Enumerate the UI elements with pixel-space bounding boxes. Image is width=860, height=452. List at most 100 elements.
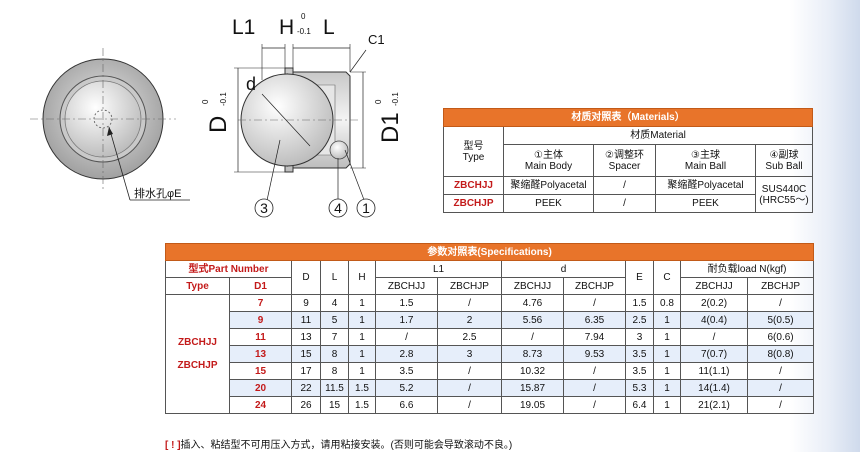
specifications-title: 参数对照表(Specifications) — [164, 243, 815, 261]
callout-3-label: 3 — [260, 200, 268, 216]
part-spacer-en: Spacer — [608, 160, 641, 172]
callout-4-label: 4 — [334, 200, 342, 216]
col-header-load-zbchjp: ZBCHJP — [746, 277, 815, 295]
drain-hole-label: 排水孔φE — [134, 186, 181, 200]
callout-3 — [254, 198, 274, 218]
materials-row-zbchjp: ZBCHJP PEEK / PEEK — [443, 194, 813, 213]
table-cell: 1 — [348, 328, 376, 346]
part-sub-ball-cn: ④副球 — [769, 149, 799, 161]
table-cell: 8 — [320, 345, 349, 363]
materials-sub-ball: SUS440C (HRC55～) — [754, 176, 814, 213]
table-cell: 2.5 — [437, 328, 502, 346]
side-view — [234, 44, 376, 218]
table-cell: 6.35 — [563, 311, 626, 329]
table-cell: / — [437, 379, 502, 397]
table-cell: 1 — [653, 328, 681, 346]
dim-D-tol-lower: -0.1 — [219, 92, 228, 106]
table-cell: 1.5 — [625, 294, 654, 312]
col-header-d-zbchjj: ZBCHJJ — [501, 277, 564, 295]
part-main-body-cn: ①主体 — [534, 149, 563, 161]
table-cell: 5.56 — [501, 311, 564, 329]
part-number-header: 型式Part Number — [165, 260, 292, 278]
part-header-main-body: ①主体 Main Body — [503, 144, 594, 177]
table-cell: 17 — [291, 362, 321, 380]
d1-cell: 24 — [229, 396, 292, 414]
materials-material-header: 材质Material — [502, 126, 814, 145]
table-cell: 9.53 — [563, 345, 626, 363]
dim-d: d — [246, 74, 256, 94]
table-cell: 9 — [291, 294, 321, 312]
table-cell: / — [680, 328, 748, 346]
table-cell: 7.94 — [563, 328, 626, 346]
table-cell: / — [563, 294, 626, 312]
table-cell: 26 — [291, 396, 321, 414]
dim-L1: L1 — [232, 16, 255, 39]
table-cell: 10.32 — [501, 362, 564, 380]
d1-cell: 9 — [229, 311, 292, 329]
dim-D1: D1 — [377, 112, 404, 143]
d1-cell: 7 — [229, 294, 292, 312]
dim-D-tol-upper: 0 — [201, 99, 210, 104]
dim-H: H — [279, 16, 294, 39]
col-header-H: H — [348, 260, 376, 295]
table-cell: / — [746, 294, 815, 312]
materials-type: ZBCHJJ — [443, 176, 504, 195]
part-header-spacer: ②调整环 Spacer — [593, 144, 656, 177]
table-cell: 1 — [348, 311, 376, 329]
table-cell: 1 — [653, 311, 681, 329]
col-header-D: D — [291, 260, 321, 295]
table-cell: 19.05 — [501, 396, 564, 414]
table-cell: 15 — [291, 345, 321, 363]
table-cell: 3.5 — [625, 345, 654, 363]
table-cell: 1.5 — [375, 294, 438, 312]
materials-main-body: 聚缩醛Polyacetal — [503, 176, 594, 195]
materials-spacer: / — [593, 194, 656, 213]
table-cell: 7 — [320, 328, 349, 346]
table-cell: 5(0.5) — [746, 311, 815, 329]
dim-L: L — [323, 16, 335, 39]
model-header-cn: 型号 — [463, 140, 484, 152]
table-cell: / — [437, 294, 502, 312]
col-header-E: E — [625, 260, 654, 295]
part-header-sub-ball: ④副球 Sub Ball — [754, 144, 814, 177]
d1-cell: 20 — [229, 379, 292, 397]
table-cell: 5 — [320, 311, 349, 329]
table-cell: 1.5 — [348, 379, 376, 397]
materials-row-zbchjj: ZBCHJJ 聚缩醛Polyacetal / 聚缩醛Polyacetal SUS… — [443, 176, 814, 213]
table-cell: 6(0.6) — [746, 328, 815, 346]
table-cell: / — [437, 396, 502, 414]
table-cell: / — [437, 362, 502, 380]
table-cell: 1 — [348, 294, 376, 312]
dim-D1-tol-lower: -0.1 — [391, 92, 400, 106]
table-cell: 3.5 — [625, 362, 654, 380]
table-cell: 13 — [291, 328, 321, 346]
part-main-body-en: Main Body — [524, 160, 573, 172]
table-cell: 1 — [653, 362, 681, 380]
table-cell: 8.73 — [501, 345, 564, 363]
materials-model-header: 型号 Type — [443, 126, 504, 177]
dim-D: D — [205, 116, 232, 133]
technical-drawing: 排水孔φE — [30, 12, 404, 218]
callout-1-label: 1 — [362, 200, 370, 216]
col-header-L: L — [320, 260, 349, 295]
part-spacer-cn: ②调整环 — [605, 149, 644, 161]
d1-cell: 11 — [229, 328, 292, 346]
callout-4 — [328, 198, 348, 218]
col-header-L1: L1 — [375, 260, 502, 278]
table-cell: 0.8 — [653, 294, 681, 312]
table-cell: 1 — [653, 379, 681, 397]
table-cell: 1.5 — [348, 396, 376, 414]
col-header-type: Type — [165, 277, 230, 295]
materials-main-ball: 聚缩醛Polyacetal — [655, 176, 756, 195]
table-cell: 4.76 — [501, 294, 564, 312]
table-cell: / — [746, 396, 815, 414]
col-header-d: d — [501, 260, 626, 278]
table-cell: 8(0.8) — [746, 345, 815, 363]
front-view — [30, 48, 190, 201]
